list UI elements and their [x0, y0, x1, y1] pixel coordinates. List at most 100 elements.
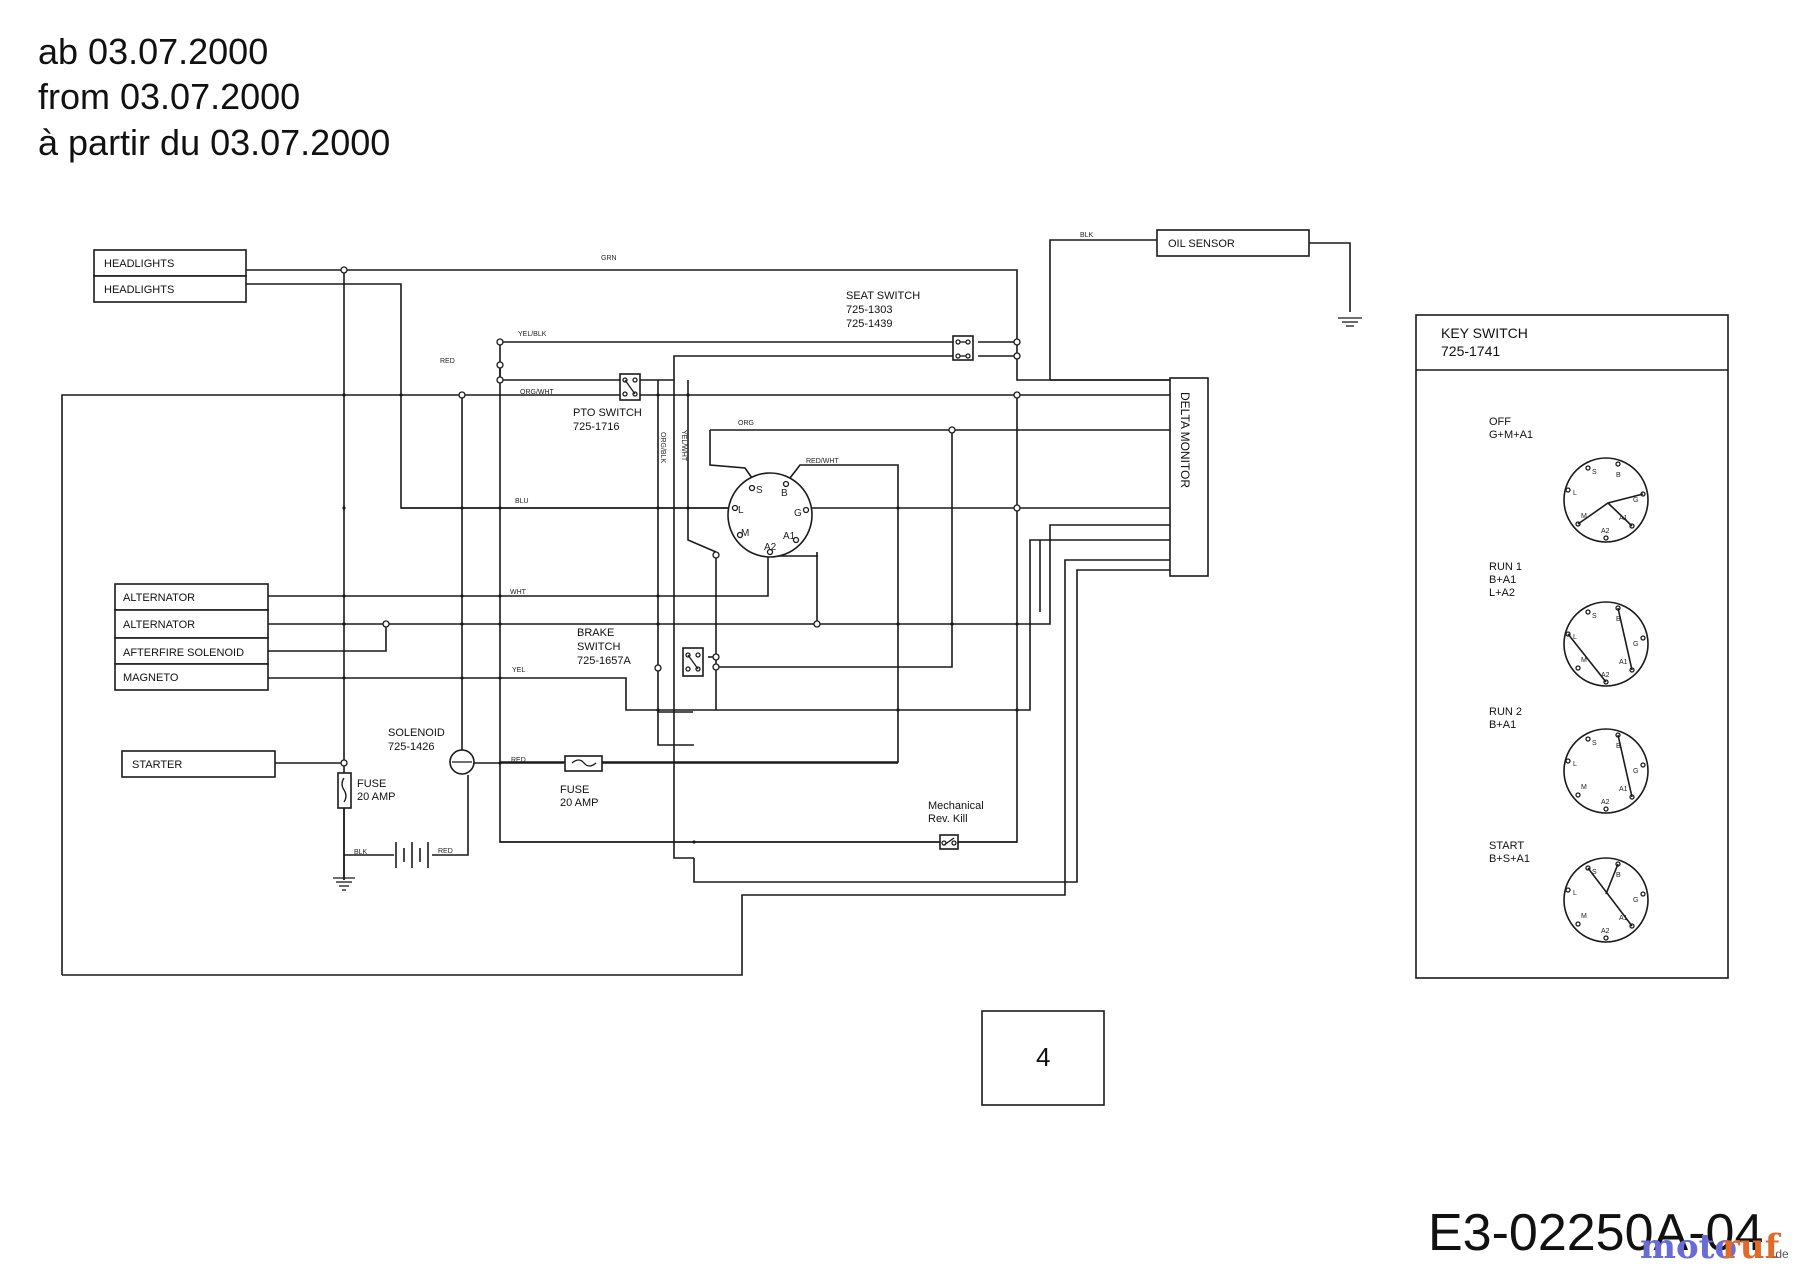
- brake-switch: BRAKE SWITCH 725-1657A: [577, 627, 704, 677]
- svg-text:SEAT SWITCH: SEAT SWITCH: [846, 290, 920, 302]
- svg-text:A2: A2: [1601, 799, 1610, 806]
- svg-text:20 AMP: 20 AMP: [357, 791, 396, 803]
- svg-text:B+A1: B+A1: [1489, 719, 1516, 731]
- svg-text:STARTER: STARTER: [132, 759, 182, 771]
- svg-text:OIL SENSOR: OIL SENSOR: [1168, 238, 1235, 250]
- svg-text:WHT: WHT: [510, 589, 527, 596]
- svg-text:S: S: [756, 485, 763, 496]
- svg-text:YEL/BLK: YEL/BLK: [518, 331, 547, 338]
- svg-text:ORG/BLK: ORG/BLK: [659, 432, 666, 463]
- svg-text:L+A2: L+A2: [1489, 587, 1515, 599]
- junction-dots: [340, 266, 1021, 767]
- key-position-off: OFF G+M+A1 S B L G M A1 A2: [1489, 416, 1649, 543]
- svg-text:725-1426: 725-1426: [388, 741, 435, 753]
- svg-text:ALTERNATOR: ALTERNATOR: [123, 592, 195, 604]
- svg-text:725-1303: 725-1303: [846, 304, 893, 316]
- page-number-box: 4: [981, 1010, 1105, 1106]
- svg-text:A1: A1: [1619, 915, 1628, 922]
- key-switch-panel: KEY SWITCH 725-1741 OFF G+M+A1 S B L G M…: [1415, 314, 1729, 979]
- ground-symbol-oil: [1338, 317, 1362, 327]
- svg-text:B: B: [1616, 472, 1621, 479]
- svg-text:S: S: [1592, 869, 1597, 876]
- svg-text:L: L: [1573, 890, 1577, 897]
- motoruf-watermark-logo: moto ruf .de: [1640, 1227, 1789, 1267]
- svg-text:FUSE: FUSE: [560, 784, 589, 796]
- svg-text:RUN 1: RUN 1: [1489, 561, 1522, 573]
- date-line-german: ab 03.07.2000: [38, 31, 268, 72]
- svg-text:L: L: [738, 505, 744, 516]
- svg-text:RED: RED: [438, 848, 453, 855]
- svg-text:M: M: [741, 528, 749, 539]
- svg-text:RED/WHT: RED/WHT: [806, 458, 839, 465]
- delta-monitor-box: DELTA MONITOR: [1169, 377, 1209, 577]
- alternator-2-box: ALTERNATOR: [114, 609, 269, 639]
- svg-text:START: START: [1489, 840, 1524, 852]
- svg-text:DELTA MONITOR: DELTA MONITOR: [1178, 392, 1192, 488]
- wire-crossing-marks: [342, 393, 1019, 844]
- svg-text:A1: A1: [783, 531, 796, 542]
- page-number: 4: [1036, 1042, 1050, 1072]
- svg-text:A2: A2: [1601, 928, 1610, 935]
- key-switch-title: KEY SWITCH: [1441, 325, 1528, 341]
- headlights-1-box: HEADLIGHTS: [93, 249, 247, 277]
- svg-text:B: B: [781, 488, 788, 499]
- svg-text:A1: A1: [1619, 786, 1628, 793]
- magneto-box: MAGNETO: [114, 663, 269, 691]
- svg-text:B+A1: B+A1: [1489, 574, 1516, 586]
- key-switch-part: 725-1741: [1441, 343, 1500, 359]
- svg-text:725-1657A: 725-1657A: [577, 655, 631, 667]
- svg-text:ORG/WHT: ORG/WHT: [520, 389, 555, 396]
- svg-text:M: M: [1581, 913, 1587, 920]
- date-line-french: à partir du 03.07.2000: [38, 122, 390, 163]
- ground-symbol-battery: [333, 877, 355, 891]
- starter-box: STARTER: [121, 750, 276, 778]
- svg-text:RUN 2: RUN 2: [1489, 706, 1522, 718]
- svg-text:GRN: GRN: [601, 255, 617, 262]
- svg-text:B+S+A1: B+S+A1: [1489, 853, 1530, 865]
- svg-text:HEADLIGHTS: HEADLIGHTS: [104, 284, 174, 296]
- ignition-switch: S B L G M A1 A2: [727, 472, 813, 558]
- svg-text:A1: A1: [1619, 659, 1628, 666]
- svg-text:MAGNETO: MAGNETO: [123, 672, 179, 684]
- svg-text:G: G: [794, 508, 802, 519]
- drawing-reference-number: E3-02250A-04: [1428, 1204, 1763, 1262]
- svg-text:HEADLIGHTS: HEADLIGHTS: [104, 258, 174, 270]
- svg-text:FUSE: FUSE: [357, 778, 386, 790]
- svg-text:M: M: [1581, 513, 1587, 520]
- svg-text:A1: A1: [1619, 515, 1628, 522]
- svg-text:B: B: [1616, 872, 1621, 879]
- svg-text:ruf: ruf: [1722, 1227, 1782, 1267]
- svg-text:OFF: OFF: [1489, 416, 1511, 428]
- svg-text:G: G: [1633, 768, 1638, 775]
- svg-text:A2: A2: [1601, 528, 1610, 535]
- svg-text:A2: A2: [764, 542, 777, 553]
- key-position-run1: RUN 1 B+A1 L+A2 S B L G M A1 A2: [1489, 561, 1649, 687]
- svg-text:ORG: ORG: [738, 420, 754, 427]
- svg-text:725-1716: 725-1716: [573, 421, 620, 433]
- mechanical-rev-kill-switch: Mechanical Rev. Kill: [928, 800, 984, 850]
- svg-text:S: S: [1592, 740, 1597, 747]
- svg-text:AFTERFIRE SOLENOID: AFTERFIRE SOLENOID: [123, 647, 244, 659]
- svg-text:M: M: [1581, 657, 1587, 664]
- svg-text:B: B: [1616, 616, 1621, 623]
- battery-symbol: [395, 842, 429, 868]
- svg-text:RED: RED: [440, 358, 455, 365]
- svg-text:BLK: BLK: [1080, 232, 1094, 239]
- svg-text:PTO SWITCH: PTO SWITCH: [573, 407, 642, 419]
- svg-text:G+M+A1: G+M+A1: [1489, 429, 1533, 441]
- fuse-mid: FUSE 20 AMP: [560, 755, 603, 809]
- seat-switch: SEAT SWITCH 725-1303 725-1439: [846, 290, 974, 361]
- key-position-start: START B+S+A1 S B L G M A1 A2: [1489, 840, 1649, 943]
- svg-text:SWITCH: SWITCH: [577, 641, 620, 653]
- svg-text:G: G: [1633, 641, 1638, 648]
- fuse-left: FUSE 20 AMP: [337, 772, 396, 809]
- svg-text:BRAKE: BRAKE: [577, 627, 614, 639]
- svg-text:M: M: [1581, 784, 1587, 791]
- svg-text:G: G: [1633, 897, 1638, 904]
- svg-text:SOLENOID: SOLENOID: [388, 727, 445, 739]
- headlights-2-box: HEADLIGHTS: [93, 275, 247, 303]
- svg-text:L: L: [1573, 634, 1577, 641]
- svg-text:.de: .de: [1772, 1247, 1789, 1261]
- svg-text:YEL/WHT: YEL/WHT: [680, 430, 687, 462]
